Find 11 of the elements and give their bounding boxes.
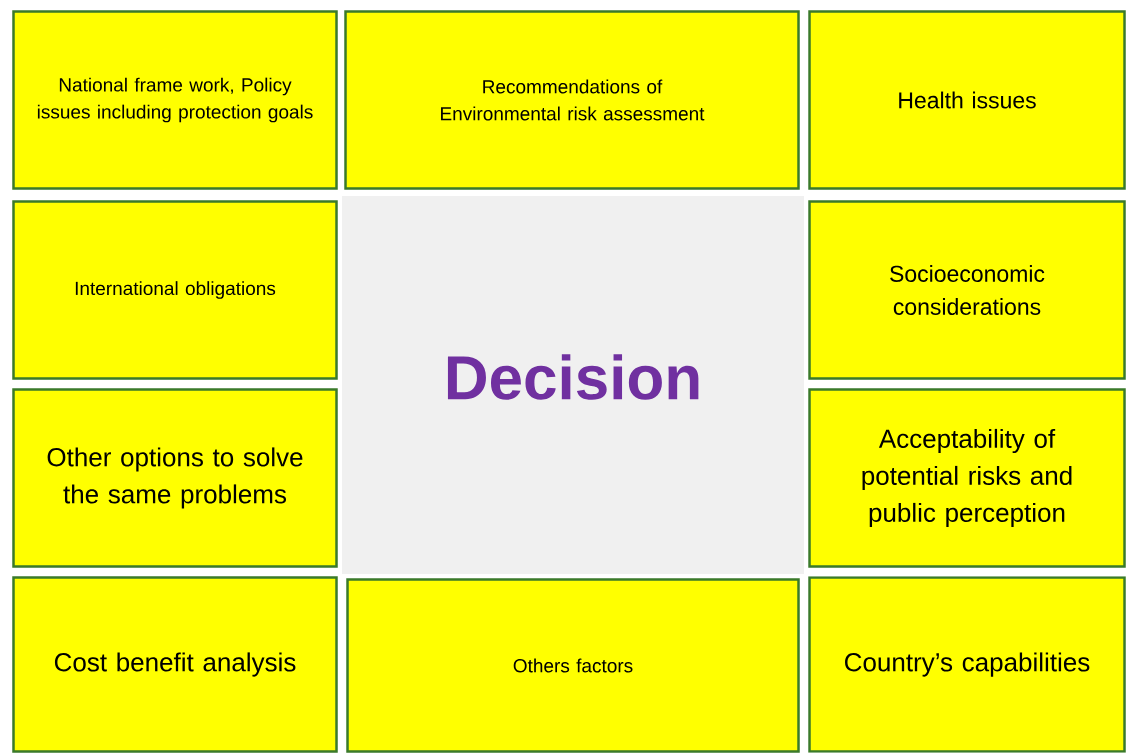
- factor-box: Health issues: [808, 10, 1126, 190]
- factor-box: Country’s capabilities: [808, 576, 1126, 753]
- factor-box: Recommendations of Environmental risk assessment: [344, 10, 800, 190]
- factor-box: International obligations: [12, 200, 338, 380]
- factor-box: Cost benefit analysis: [12, 576, 338, 753]
- factor-box: Socioeconomic considerations: [808, 200, 1126, 380]
- factor-box: Other options to solve the same problems: [12, 388, 338, 568]
- factor-box: National frame work, Policy issues including protection goals: [12, 10, 338, 190]
- factor-box: Acceptability of potential risks and public perception: [808, 388, 1126, 568]
- factor-box: Others factors: [346, 578, 800, 753]
- decision-area: Decision: [342, 196, 804, 574]
